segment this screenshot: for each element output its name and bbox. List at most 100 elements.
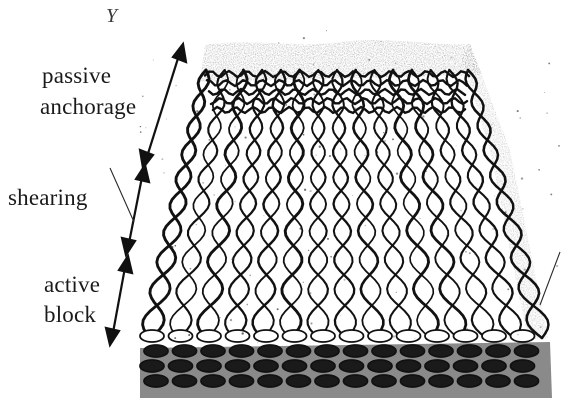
- dust-speck: [344, 279, 346, 281]
- fiber-cross-section: [340, 360, 364, 372]
- dust-speck: [219, 317, 220, 318]
- dust-speck: [281, 93, 282, 94]
- dust-speck: [517, 334, 518, 335]
- dust-speck: [492, 124, 493, 125]
- dust-speck: [340, 148, 341, 149]
- dust-speck: [163, 172, 164, 173]
- dust-speck: [505, 211, 507, 213]
- fiber-cross-section: [254, 360, 278, 372]
- dust-speck: [469, 252, 471, 254]
- fiber-cross-section: [258, 345, 282, 357]
- dust-speck: [456, 145, 457, 146]
- shearing-arrow: [128, 172, 143, 248]
- dust-speck: [153, 60, 154, 61]
- dust-speck: [170, 267, 172, 269]
- zone-arrows: [106, 44, 186, 345]
- arrowhead-down-icon: [140, 150, 153, 168]
- dust-speck: [175, 85, 176, 86]
- dust-speck: [196, 110, 198, 112]
- dust-speck: [340, 315, 341, 316]
- dust-speck: [242, 332, 244, 334]
- dust-speck: [304, 189, 306, 191]
- dust-speck: [319, 146, 321, 148]
- dust-speck: [140, 126, 141, 127]
- dust-speck: [278, 42, 280, 44]
- fiber-cross-section: [511, 330, 535, 342]
- fiber-cross-section: [425, 360, 449, 372]
- dust-speck: [307, 290, 308, 291]
- dust-speck: [384, 140, 386, 142]
- dust-speck: [451, 57, 452, 58]
- dust-speck: [460, 210, 462, 212]
- dust-speck: [354, 107, 356, 109]
- dust-speck: [396, 173, 398, 175]
- dust-speck: [517, 110, 519, 112]
- dust-speck: [235, 201, 236, 202]
- dust-speck: [277, 308, 279, 310]
- dust-speck: [544, 92, 545, 93]
- dust-speck: [142, 95, 144, 97]
- dust-speck: [556, 265, 558, 267]
- dust-speck: [344, 103, 345, 104]
- dust-speck: [285, 104, 287, 106]
- dust-speck: [230, 319, 232, 321]
- dust-speck: [327, 238, 329, 240]
- dust-speck: [161, 158, 163, 160]
- dust-speck: [220, 180, 222, 182]
- dust-speck: [351, 341, 352, 342]
- fiber-cross-section: [429, 345, 453, 357]
- dust-speck: [245, 137, 247, 139]
- dust-speck: [368, 59, 370, 61]
- fiber-cross-section: [482, 330, 506, 342]
- fiber-cross-section: [230, 345, 254, 357]
- dust-speck: [310, 190, 312, 192]
- dust-speck: [213, 194, 215, 196]
- dust-speck: [525, 299, 526, 300]
- dust-speck: [190, 268, 192, 270]
- dust-speck: [263, 215, 264, 216]
- dust-speck: [208, 139, 210, 141]
- dust-speck: [298, 237, 300, 239]
- dust-speck: [491, 317, 492, 318]
- fiber-cross-section: [173, 375, 197, 387]
- dust-speck: [524, 269, 526, 271]
- dust-speck: [377, 151, 378, 152]
- fiber-cross-section: [425, 330, 449, 342]
- dust-speck: [380, 41, 381, 42]
- fiber-cross-section: [482, 360, 506, 372]
- dust-speck: [414, 338, 415, 339]
- fiber-cross-section: [197, 360, 221, 372]
- fiber-cross-section: [486, 375, 510, 387]
- dust-speck: [347, 330, 349, 332]
- fiber-cross-section: [230, 375, 254, 387]
- fiber-cross-section: [254, 330, 278, 342]
- dust-speck: [474, 253, 476, 255]
- fiber-cross-section: [169, 330, 193, 342]
- dust-speck: [352, 195, 353, 196]
- dust-speck: [174, 337, 176, 339]
- fiber-cross-section: [515, 375, 539, 387]
- dust-speck: [465, 251, 467, 253]
- fiber-cross-section: [397, 330, 421, 342]
- label-active: active: [44, 271, 100, 298]
- fiber-cross-section: [311, 330, 335, 342]
- arrowhead-up-icon: [173, 44, 186, 62]
- dust-speck: [548, 62, 550, 64]
- dust-speck: [313, 93, 315, 95]
- dust-speck: [365, 155, 366, 156]
- right-edge-guide-line: [540, 252, 560, 305]
- dust-speck: [365, 225, 367, 227]
- fiber-cross-section: [458, 375, 482, 387]
- fiber-cross-section: [401, 375, 425, 387]
- dust-speck: [288, 85, 289, 86]
- fiber-cross-section: [454, 360, 478, 372]
- dust-speck: [522, 208, 523, 209]
- label-passive: passive: [42, 62, 111, 89]
- dust-speck: [330, 256, 332, 258]
- dust-speck: [225, 165, 226, 166]
- anchorage-weave-row: [213, 107, 465, 113]
- dust-speck: [467, 70, 468, 71]
- fiber-cross-section: [283, 330, 307, 342]
- fiber-cross-section: [401, 345, 425, 357]
- dust-speck: [326, 30, 327, 31]
